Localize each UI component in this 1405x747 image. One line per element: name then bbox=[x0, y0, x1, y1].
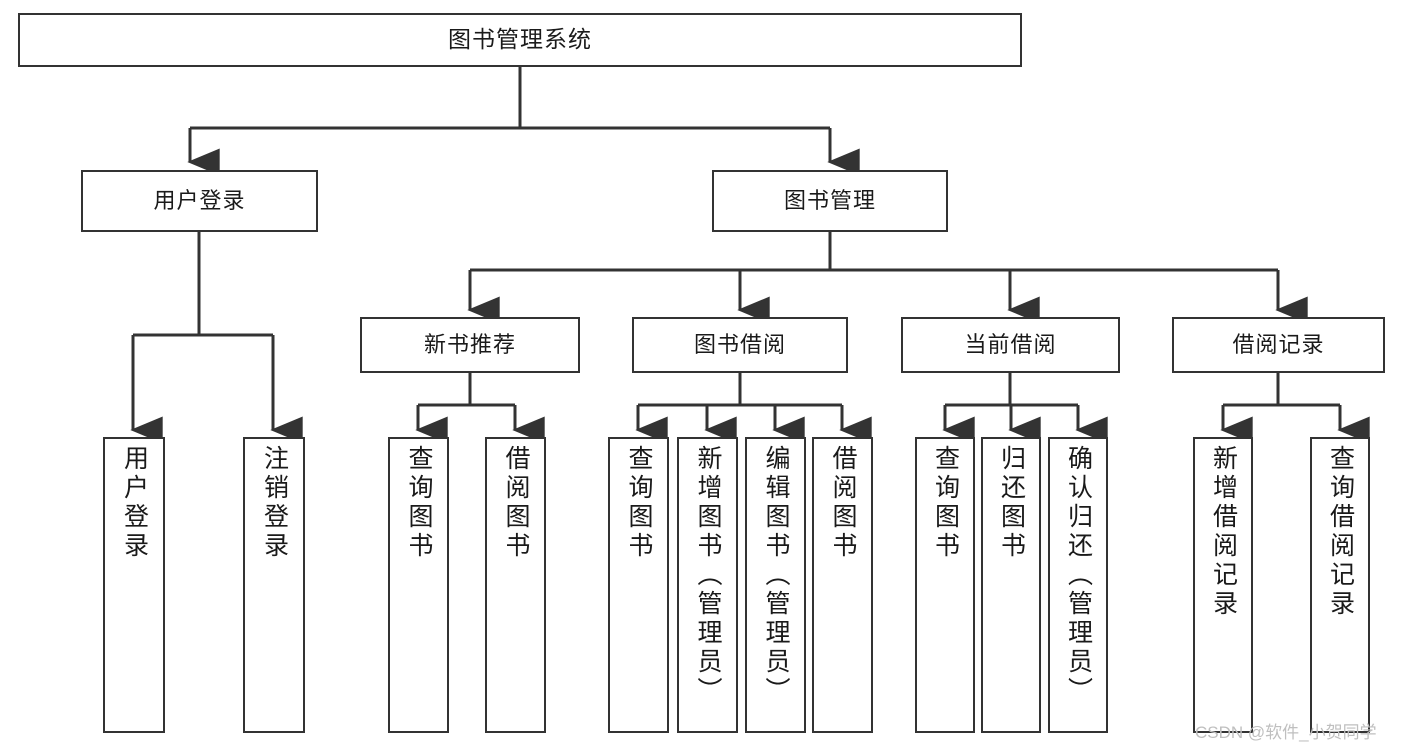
leaf-label: 归还图书 bbox=[997, 445, 1026, 561]
leaf-current-borrow-return[interactable]: 归还图书 bbox=[981, 437, 1041, 733]
leaf-label: 借阅图书 bbox=[502, 445, 530, 561]
leaf-label: 注销登录 bbox=[260, 445, 289, 561]
node-root-label: 图书管理系统 bbox=[448, 26, 592, 53]
node-borrow-record[interactable]: 借阅记录 bbox=[1172, 317, 1385, 373]
leaf-label: 查询图书 bbox=[405, 445, 433, 561]
leaf-user-login-logout[interactable]: 注销登录 bbox=[243, 437, 305, 733]
node-borrow-record-label: 借阅记录 bbox=[1232, 332, 1325, 358]
node-new-book-recommend[interactable]: 新书推荐 bbox=[360, 317, 580, 373]
leaf-label: 新增图书（管理员） bbox=[694, 445, 722, 706]
leaf-current-borrow-confirm-return[interactable]: 确认归还（管理员） bbox=[1048, 437, 1108, 733]
node-book-management[interactable]: 图书管理 bbox=[712, 170, 948, 232]
leaf-label: 编辑图书（管理员） bbox=[762, 445, 790, 706]
leaf-book-borrow-add[interactable]: 新增图书（管理员） bbox=[677, 437, 738, 733]
leaf-label: 查询图书 bbox=[625, 445, 653, 561]
leaf-new-book-query[interactable]: 查询图书 bbox=[388, 437, 449, 733]
node-book-borrow-label: 图书借阅 bbox=[693, 332, 786, 358]
leaf-book-borrow-edit[interactable]: 编辑图书（管理员） bbox=[745, 437, 806, 733]
node-current-borrow-label: 当前借阅 bbox=[964, 332, 1057, 358]
node-current-borrow[interactable]: 当前借阅 bbox=[901, 317, 1120, 373]
leaf-current-borrow-query[interactable]: 查询图书 bbox=[915, 437, 975, 733]
csdn-watermark: CSDN @软件_小贺同学 bbox=[1195, 723, 1377, 742]
leaf-user-login-login[interactable]: 用户登录 bbox=[103, 437, 165, 733]
leaf-book-borrow-query[interactable]: 查询图书 bbox=[608, 437, 669, 733]
leaf-book-borrow-borrow[interactable]: 借阅图书 bbox=[812, 437, 873, 733]
node-new-book-recommend-label: 新书推荐 bbox=[423, 332, 516, 358]
leaf-new-book-borrow[interactable]: 借阅图书 bbox=[485, 437, 546, 733]
node-book-borrow[interactable]: 图书借阅 bbox=[632, 317, 848, 373]
leaf-label: 用户登录 bbox=[120, 445, 149, 561]
leaf-borrow-record-query[interactable]: 查询借阅记录 bbox=[1310, 437, 1370, 733]
node-root[interactable]: 图书管理系统 bbox=[18, 13, 1022, 67]
leaf-label: 查询借阅记录 bbox=[1326, 445, 1355, 619]
leaf-label: 确认归还（管理员） bbox=[1064, 445, 1093, 706]
node-book-management-label: 图书管理 bbox=[783, 188, 876, 214]
leaf-borrow-record-add[interactable]: 新增借阅记录 bbox=[1193, 437, 1253, 733]
leaf-label: 查询图书 bbox=[931, 445, 960, 561]
node-user-login-label: 用户登录 bbox=[153, 188, 246, 214]
node-user-login[interactable]: 用户登录 bbox=[81, 170, 318, 232]
leaf-label: 借阅图书 bbox=[829, 445, 857, 561]
leaf-label: 新增借阅记录 bbox=[1209, 445, 1238, 619]
